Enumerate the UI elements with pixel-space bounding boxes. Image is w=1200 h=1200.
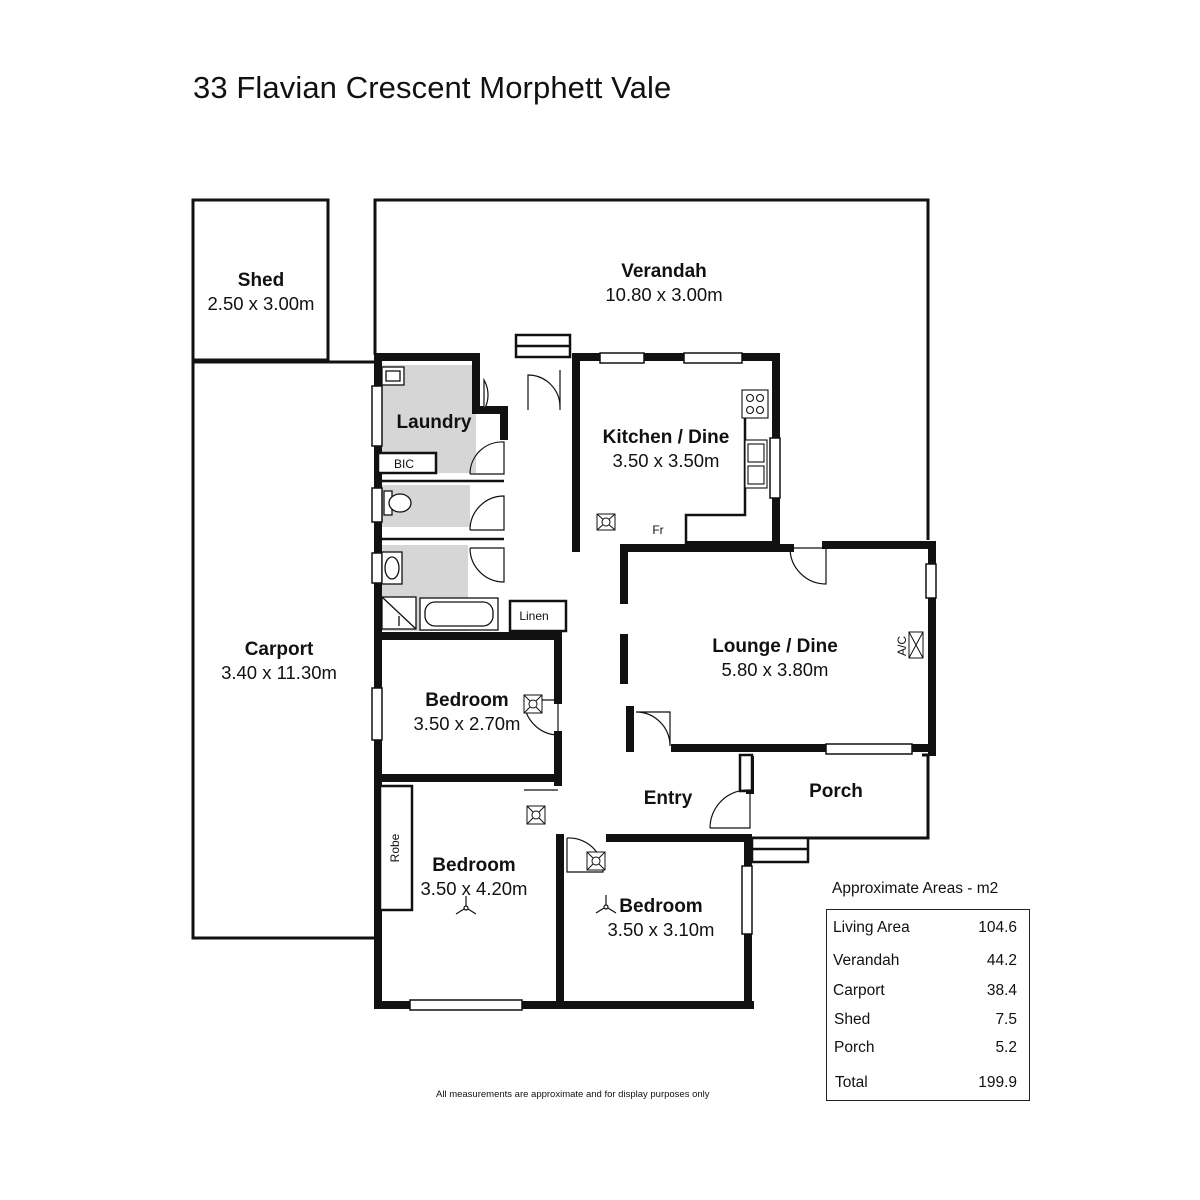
windows bbox=[371, 352, 937, 1011]
bedroom1-dims: 3.50 x 2.70m bbox=[414, 713, 521, 734]
lounge-name: Lounge / Dine bbox=[712, 636, 838, 657]
areas-row: Shed 7.5 bbox=[827, 1011, 1029, 1033]
ceiling-fan-icon bbox=[595, 895, 617, 914]
areas-row-label: Verandah bbox=[833, 952, 900, 969]
lounge-dims: 5.80 x 3.80m bbox=[722, 659, 829, 680]
outbuilding-outlines bbox=[191, 198, 930, 940]
bic-label: BIC bbox=[394, 457, 414, 471]
bedroom1-name: Bedroom bbox=[425, 690, 508, 711]
porch-outline bbox=[752, 753, 930, 840]
areas-row-value: 7.5 bbox=[995, 1011, 1017, 1028]
carport-outline bbox=[191, 360, 375, 940]
cooktop-icon bbox=[741, 389, 769, 419]
porch-name: Porch bbox=[809, 781, 863, 802]
downlight-icon bbox=[523, 694, 543, 714]
room-labels: Shed 2.50 x 3.00m Verandah 10.80 x 3.00m… bbox=[208, 261, 909, 940]
carport-name: Carport bbox=[245, 639, 314, 660]
verandah-outline bbox=[373, 198, 930, 540]
areas-row: Total 199.9 bbox=[827, 1074, 1029, 1096]
ac-unit-icon bbox=[908, 631, 924, 659]
areas-row-value: 104.6 bbox=[978, 919, 1017, 936]
kitchen-name: Kitchen / Dine bbox=[603, 427, 730, 448]
areas-row: Verandah 44.2 bbox=[827, 952, 1029, 974]
robe-label: Robe bbox=[388, 833, 402, 862]
bedroom2-name: Bedroom bbox=[432, 855, 515, 876]
trough-icon bbox=[381, 366, 405, 386]
areas-row: Porch 5.2 bbox=[827, 1039, 1029, 1061]
areas-row-label: Shed bbox=[834, 1011, 871, 1028]
areas-row-value: 44.2 bbox=[986, 952, 1017, 969]
laundry-name: Laundry bbox=[397, 412, 472, 433]
areas-row-value: 38.4 bbox=[986, 982, 1017, 999]
disclaimer-text: All measurements are approximate and for… bbox=[436, 1089, 710, 1100]
downlight-icon bbox=[526, 805, 546, 825]
areas-row-label: Porch bbox=[834, 1039, 875, 1056]
areas-row-label: Carport bbox=[833, 982, 885, 999]
areas-row-label: Total bbox=[835, 1074, 868, 1091]
basin-icon bbox=[381, 551, 403, 585]
areas-table: Living Area 104.6 Verandah 44.2 Carport … bbox=[826, 909, 1030, 1101]
areas-row-value: 199.9 bbox=[978, 1074, 1017, 1091]
downlight-icon bbox=[586, 851, 606, 871]
linen-label: Linen bbox=[519, 609, 548, 623]
ac-label: A/C bbox=[895, 636, 909, 656]
areas-row-label: Living Area bbox=[833, 919, 910, 936]
bedroom3-dims: 3.50 x 3.10m bbox=[608, 919, 715, 940]
bath-icon bbox=[419, 597, 499, 631]
kitchen-dims: 3.50 x 3.50m bbox=[613, 450, 720, 471]
areas-row: Carport 38.4 bbox=[827, 982, 1029, 1004]
sink-icon bbox=[744, 439, 768, 489]
fridge-label: Fr bbox=[652, 523, 663, 537]
entry-name: Entry bbox=[644, 788, 693, 809]
verandah-dims: 10.80 x 3.00m bbox=[605, 284, 722, 305]
shed-outline bbox=[191, 198, 330, 362]
verandah-name: Verandah bbox=[621, 261, 707, 282]
toilet-icon bbox=[383, 490, 412, 516]
ceiling-fan-icon bbox=[455, 896, 477, 915]
areas-heading: Approximate Areas - m2 bbox=[832, 880, 999, 897]
bedroom2-dims: 3.50 x 4.20m bbox=[421, 878, 528, 899]
shed-name: Shed bbox=[238, 270, 284, 291]
bedroom3-name: Bedroom bbox=[619, 896, 702, 917]
shower-icon bbox=[381, 596, 417, 630]
partitions bbox=[376, 333, 810, 912]
areas-row: Living Area 104.6 bbox=[827, 919, 1029, 941]
carport-dims: 3.40 x 11.30m bbox=[221, 662, 337, 683]
downlight-icon bbox=[596, 513, 616, 531]
shed-dims: 2.50 x 3.00m bbox=[208, 293, 315, 314]
areas-row-value: 5.2 bbox=[995, 1039, 1017, 1056]
plan-title: 33 Flavian Crescent Morphett Vale bbox=[193, 70, 672, 105]
door-swings bbox=[469, 370, 827, 873]
